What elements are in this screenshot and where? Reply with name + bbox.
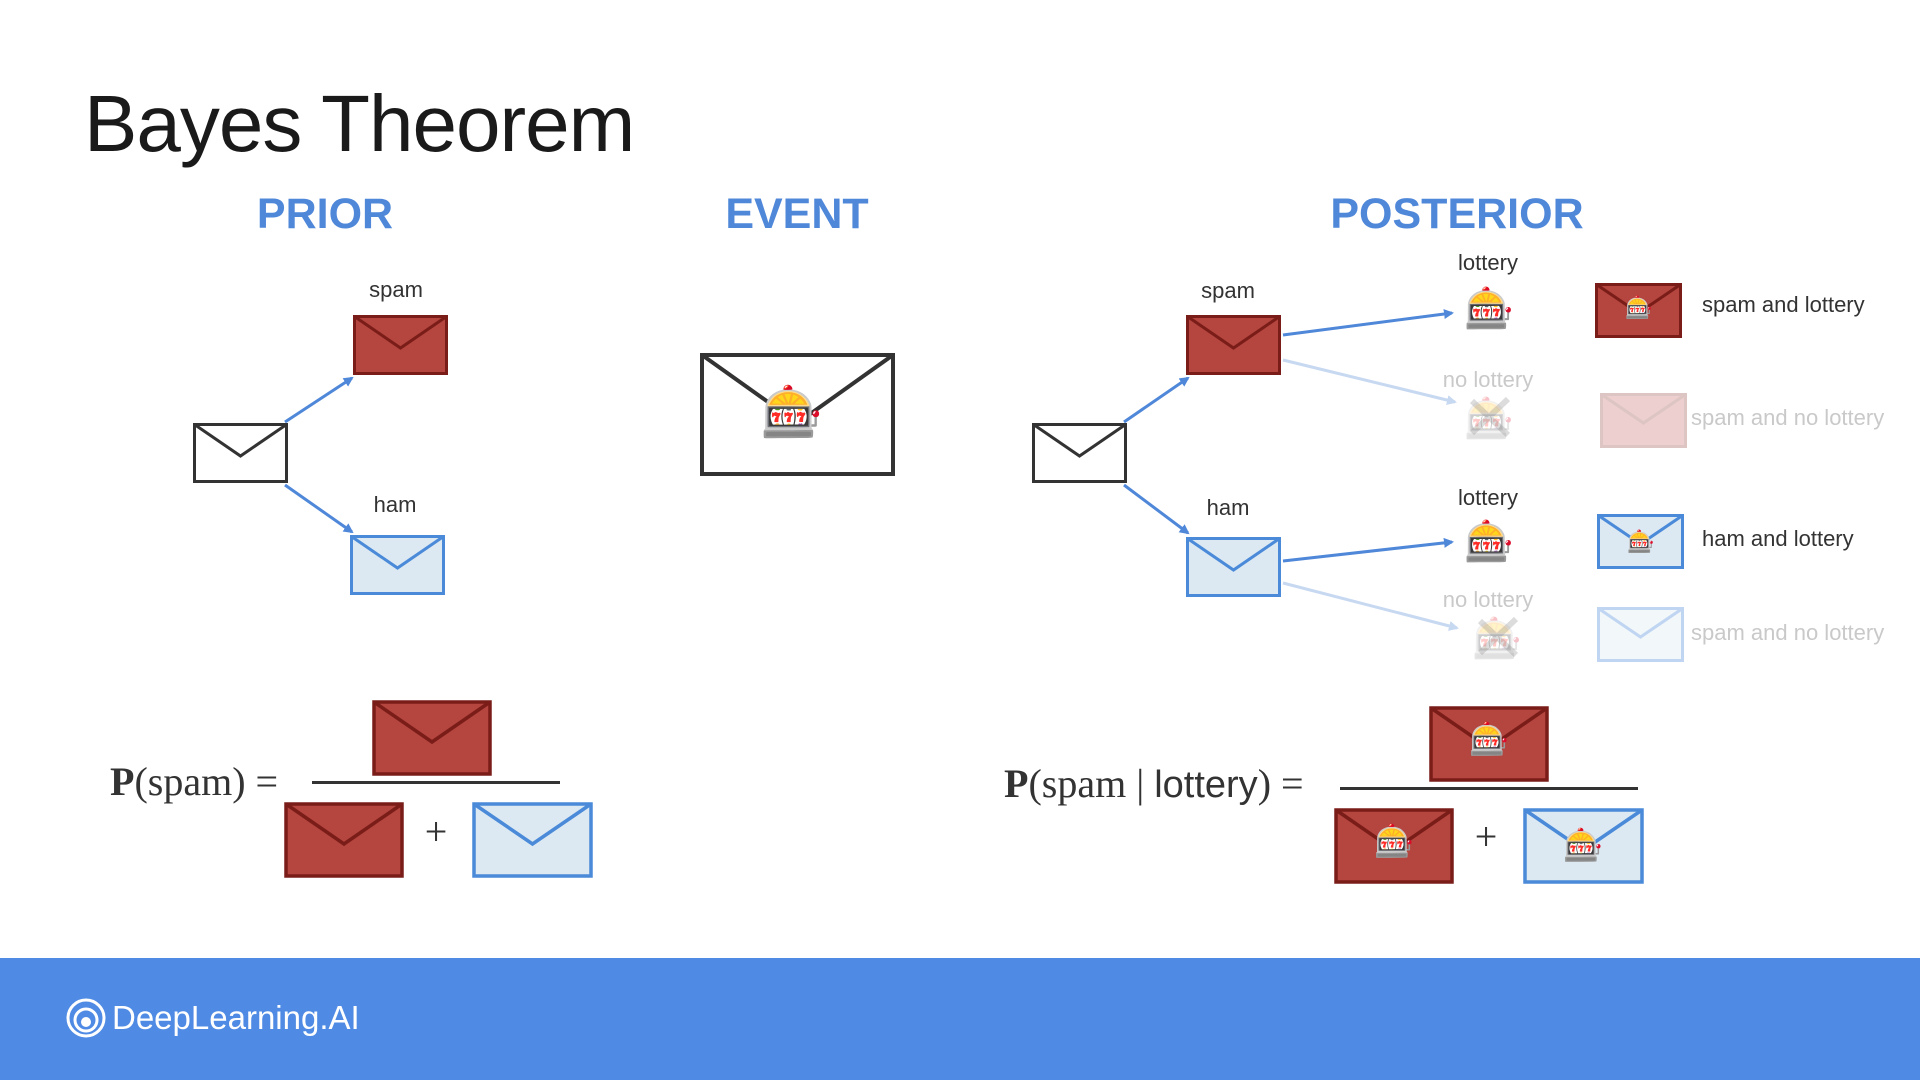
prior-ham-envelope <box>350 535 445 595</box>
cross-out-icon <box>1477 616 1519 658</box>
posterior-numerator-spam-lottery-envelope <box>1429 706 1549 782</box>
slot-machine-icon: 🎰 <box>1627 529 1655 554</box>
posterior-spam-envelope <box>1186 315 1281 375</box>
posterior-email-envelope <box>1032 423 1127 483</box>
slot-machine-icon: 🎰 <box>1464 286 1514 331</box>
slot-machine-icon: 🎰 <box>1472 613 1522 663</box>
prior-ham-label: ham <box>373 492 417 517</box>
posterior-fraction-bar <box>1340 787 1638 790</box>
posterior-formula-lhs: P(spam | lottery) = <box>1004 760 1304 807</box>
posterior-ham-envelope <box>1186 537 1281 597</box>
posterior-denominator-ham-lottery-envelope <box>1523 808 1644 884</box>
arrow-prior-to-ham <box>284 483 354 534</box>
prior-spam-envelope <box>353 315 448 375</box>
prior-formula-lhs: P(spam) = <box>110 758 278 805</box>
posterior-formula-open: (spam | <box>1028 761 1155 806</box>
event-envelope <box>700 353 895 476</box>
slot-machine-icon: 🎰 <box>1469 721 1509 757</box>
slot-machine-icon: 🎰 <box>1625 295 1653 320</box>
slot-machine-icon: 🎰 <box>1464 519 1514 564</box>
ham-no-lottery-label: no lottery <box>1442 587 1534 612</box>
arrow-spam-to-no-lottery <box>1282 358 1457 405</box>
slot-machine-icon: 🎰 <box>1374 823 1414 859</box>
arrow-ham-to-lottery <box>1282 537 1454 563</box>
prob-symbol: P <box>110 759 135 804</box>
arrow-post-to-spam <box>1123 376 1190 424</box>
prior-numerator-spam-envelope <box>372 700 492 776</box>
outcome-ham-and-no-lottery-label: spam and no lottery <box>1691 620 1885 645</box>
arrow-post-to-ham <box>1123 483 1190 535</box>
prior-fraction-bar <box>312 781 560 784</box>
outcome-spam-and-no-lottery-envelope <box>1600 393 1687 448</box>
brand: DeepLearning.AI <box>66 998 360 1038</box>
outcome-spam-and-no-lottery-label: spam and no lottery <box>1691 405 1885 430</box>
deeplearning-logo-icon <box>66 998 106 1038</box>
posterior-denominator-spam-lottery-envelope <box>1334 808 1454 884</box>
ham-lottery-label: lottery <box>1458 485 1518 510</box>
outcome-ham-and-lottery-envelope <box>1597 514 1684 569</box>
spam-lottery-label: lottery <box>1458 250 1518 275</box>
prior-formula-args: (spam) = <box>134 759 279 804</box>
prior-denominator-spam-envelope <box>284 802 404 878</box>
spam-no-lottery-label: no lottery <box>1442 367 1534 392</box>
posterior-spam-label: spam <box>1201 278 1255 303</box>
outcome-ham-and-lottery-label: ham and lottery <box>1702 526 1854 551</box>
prior-plus-sign: + <box>424 809 448 854</box>
posterior-ham-label: ham <box>1206 495 1250 520</box>
heading-posterior: POSTERIOR <box>1330 190 1584 238</box>
outcome-spam-and-lottery-envelope <box>1595 283 1682 338</box>
outcome-ham-and-no-lottery-envelope <box>1597 607 1684 662</box>
prior-email-envelope <box>193 423 288 483</box>
posterior-formula-close: ) = <box>1257 761 1304 806</box>
slot-machine-icon: 🎰 <box>1464 393 1514 443</box>
arrow-ham-to-no-lottery <box>1282 581 1459 631</box>
heading-event: EVENT <box>725 190 869 238</box>
posterior-formula-lottery: lottery <box>1154 764 1258 806</box>
arrow-prior-to-spam <box>284 376 354 424</box>
brand-name: DeepLearning.AI <box>112 999 360 1036</box>
heading-prior: PRIOR <box>256 190 394 238</box>
footer-bar <box>0 958 1920 1080</box>
cross-out-icon <box>1469 396 1511 438</box>
posterior-plus-sign: + <box>1474 814 1498 859</box>
prior-denominator-ham-envelope <box>472 802 593 878</box>
arrow-spam-to-lottery <box>1282 309 1454 337</box>
prior-spam-label: spam <box>369 277 423 302</box>
slide-title: Bayes Theorem <box>84 79 635 168</box>
outcome-spam-and-lottery-label: spam and lottery <box>1702 292 1865 317</box>
slot-machine-icon: 🎰 <box>1563 827 1603 863</box>
prob-symbol: P <box>1004 761 1029 806</box>
slot-machine-icon: 🎰 <box>760 383 824 440</box>
